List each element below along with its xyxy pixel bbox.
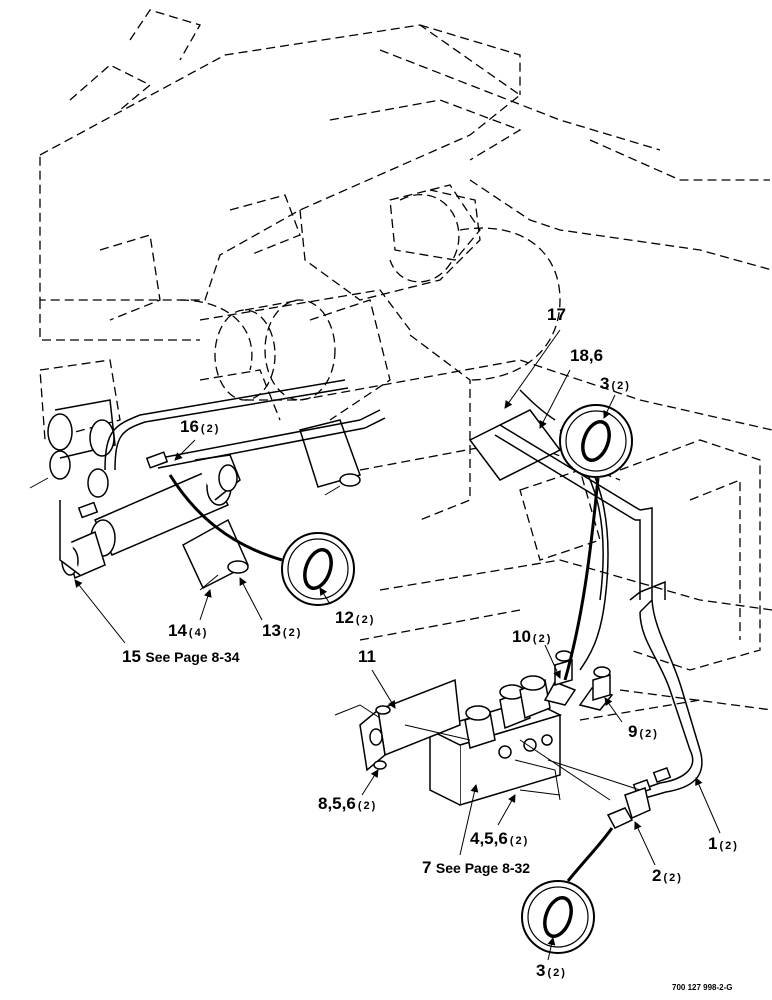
callout-15: 15 See Page 8-34 [122, 648, 240, 666]
callout-2: 2(2) [652, 867, 683, 885]
control-valve [427, 650, 641, 807]
callout-12: 12(2) [335, 609, 375, 627]
bracket [334, 678, 471, 772]
callout-number: 1 [708, 834, 718, 853]
callout-number: 13 [262, 621, 281, 640]
callout-3-bottom: 3(2) [536, 962, 567, 980]
callout-quantity: (2) [719, 840, 739, 852]
o-ring-detail-top [559, 404, 633, 681]
callout-8-5-6: 8,5,6(2) [318, 795, 377, 813]
callout-14: 14(4) [168, 622, 208, 640]
callout-3-top: 3(2) [600, 375, 631, 393]
callout-number: 9 [628, 722, 638, 741]
callout-7: 7 See Page 8-32 [422, 859, 530, 877]
callout-number: 15 [122, 647, 141, 666]
callout-quantity: (2) [639, 728, 659, 740]
callout-18-6: 18,6 [570, 347, 603, 365]
callout-11: 11 [358, 648, 376, 666]
callout-number: 4,5,6 [470, 829, 508, 848]
roller-assembly [214, 194, 460, 421]
callout-1: 1(2) [708, 835, 739, 853]
callout-quantity: (2) [200, 423, 221, 435]
callout-number: 12 [335, 608, 354, 627]
callout-quantity: (2) [547, 967, 567, 979]
right-hoses [468, 389, 703, 799]
callout-number: 11 [358, 647, 376, 666]
callout-4-5-6: 4,5,6(2) [470, 830, 529, 848]
callout-number: 3 [536, 961, 546, 980]
callout-quantity: (2) [663, 872, 683, 884]
callout-number: 8,5,6 [318, 794, 356, 813]
hydraulic-cylinder [47, 399, 241, 580]
upper-hoses [77, 379, 386, 519]
callout-quantity: (2) [357, 800, 378, 812]
callout-quantity: (2) [509, 835, 530, 847]
drawing-part-number: 700 127 998-2-G [672, 983, 733, 992]
o-ring-detail-mid [168, 474, 355, 606]
elbow-fitting [606, 787, 651, 829]
callout-quantity: (2) [282, 627, 303, 639]
callout-number: 2 [652, 866, 662, 885]
callout-number: 18,6 [570, 346, 604, 365]
callout-quantity: (4) [188, 627, 209, 639]
callout-quantity: (2) [532, 633, 553, 645]
o-ring-detail-bottom [521, 827, 614, 954]
callout-number: 14 [168, 621, 187, 640]
callout-9: 9(2) [628, 723, 659, 741]
callout-17: 17 [547, 306, 566, 324]
phantom-frame [39, 9, 772, 721]
callout-number: 17 [547, 305, 566, 324]
callout-quantity: (2) [611, 380, 631, 392]
callout-10: 10(2) [512, 628, 552, 646]
callout-page-reference: See Page 8-32 [435, 860, 531, 876]
callout-number: 10 [512, 627, 531, 646]
callout-number: 3 [600, 374, 610, 393]
callout-16: 16(2) [180, 418, 220, 436]
callout-13: 13(2) [262, 622, 302, 640]
callout-number: 7 [422, 858, 432, 877]
leader-lines [74, 329, 721, 961]
callout-quantity: (2) [355, 614, 376, 626]
callout-number: 16 [180, 417, 199, 436]
callout-page-reference: See Page 8-34 [145, 649, 240, 665]
